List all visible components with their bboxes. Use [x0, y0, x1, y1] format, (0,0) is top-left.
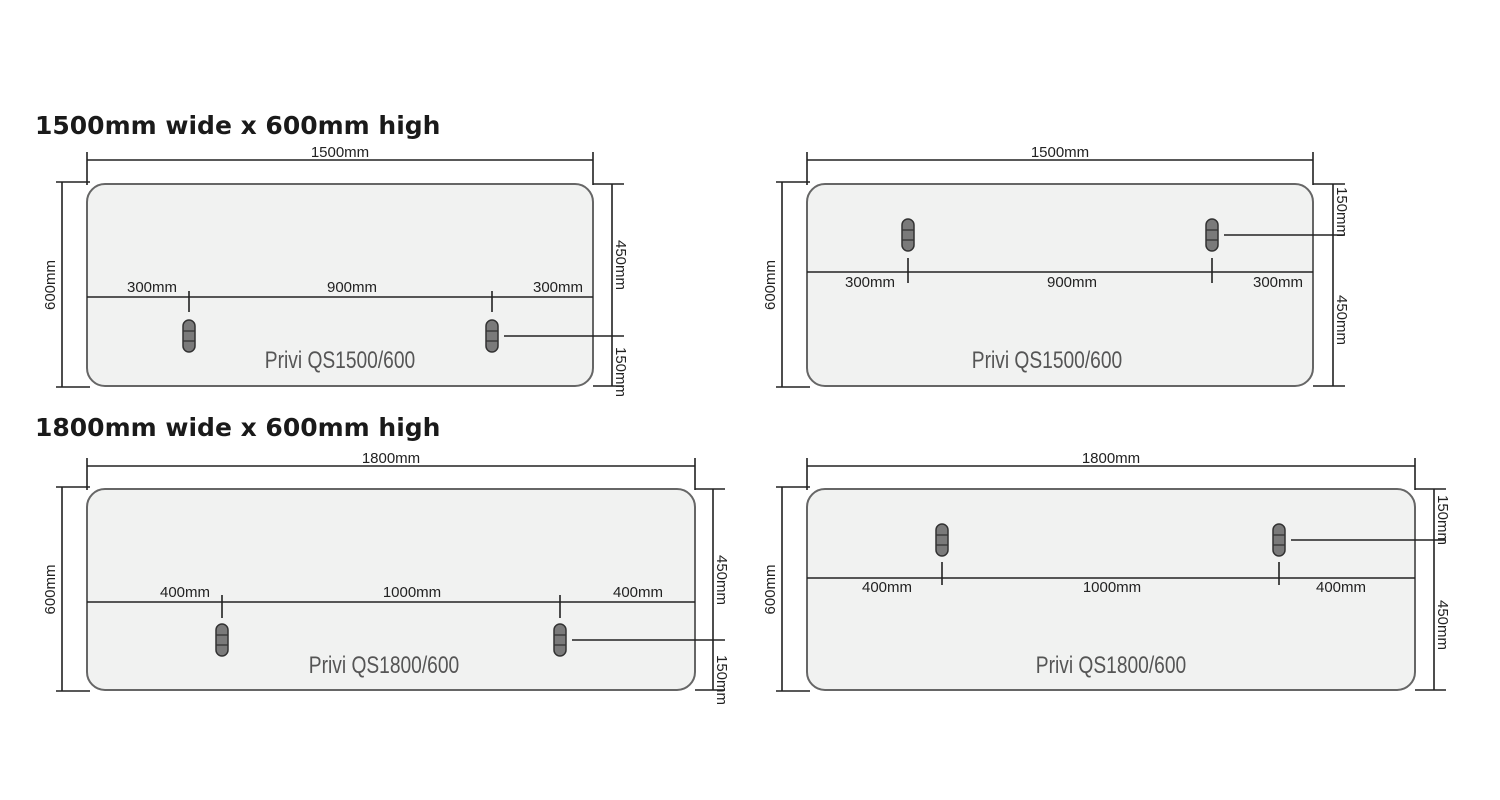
right-upper-label: 150mm: [1434, 495, 1451, 545]
panel-drawing-4: 1800mm 600mm 150mm 450mm 400mm 1000mm 400mmPri…: [762, 450, 1451, 692]
segment-label: 300mm: [845, 274, 895, 291]
segment-label: 300mm: [533, 279, 583, 296]
clamp-icon: [1205, 218, 1219, 252]
right-upper-label: 150mm: [1333, 187, 1350, 237]
segment-label: 400mm: [160, 584, 210, 601]
right-lower-label: 150mm: [612, 347, 629, 397]
right-lower-label: 150mm: [713, 655, 730, 705]
segment-label: 900mm: [327, 279, 377, 296]
width-label: 1800mm: [362, 450, 420, 467]
right-lower-label: 450mm: [1333, 295, 1350, 345]
width-label: 1500mm: [311, 144, 369, 161]
height-label: 600mm: [42, 564, 59, 614]
segment-label: 400mm: [862, 579, 912, 596]
screen-panel: [806, 183, 1314, 387]
segment-label: 1000mm: [1083, 579, 1141, 596]
right-upper-label: 450mm: [612, 240, 629, 290]
panel-drawing-2: 1500mm 600mm 150mm 450mm 300mm 900mm 300mmPriv…: [762, 144, 1350, 388]
height-label: 600mm: [762, 260, 779, 310]
clamp-icon: [182, 319, 196, 353]
panel-drawing-1: 1500mm 600mm 450mm 150mm 300mm 900mm 300mmPriv…: [42, 144, 629, 397]
segment-label: 300mm: [1253, 274, 1303, 291]
clamp-icon: [215, 623, 229, 657]
model-label: Privi QS1500/600: [265, 346, 415, 374]
right-upper-label: 450mm: [713, 555, 730, 605]
height-label: 600mm: [762, 564, 779, 614]
width-label: 1800mm: [1082, 450, 1140, 467]
section-heading-1800: 1800mm wide x 600mm high: [35, 413, 440, 442]
clamp-icon: [935, 523, 949, 557]
segment-label: 300mm: [127, 279, 177, 296]
model-label: Privi QS1800/600: [1036, 651, 1186, 679]
height-label: 600mm: [42, 260, 59, 310]
screen-panel: [86, 183, 594, 387]
section-heading-1500: 1500mm wide x 600mm high: [35, 111, 440, 140]
clamp-icon: [1272, 523, 1286, 557]
segment-label: 900mm: [1047, 274, 1097, 291]
width-label: 1500mm: [1031, 144, 1089, 161]
panel-drawing-3: 1800mm 600mm 450mm 150mm 400mm 1000mm 400mmPri…: [42, 450, 730, 705]
model-label: Privi QS1500/600: [972, 346, 1122, 374]
right-lower-label: 450mm: [1434, 600, 1451, 650]
segment-label: 400mm: [613, 584, 663, 601]
segment-label: 400mm: [1316, 579, 1366, 596]
screen-panel: [806, 488, 1416, 691]
model-label: Privi QS1800/600: [309, 651, 459, 679]
clamp-icon: [901, 218, 915, 252]
screen-panel: [86, 488, 696, 691]
segment-label: 1000mm: [383, 584, 441, 601]
clamp-icon: [485, 319, 499, 353]
clamp-icon: [553, 623, 567, 657]
